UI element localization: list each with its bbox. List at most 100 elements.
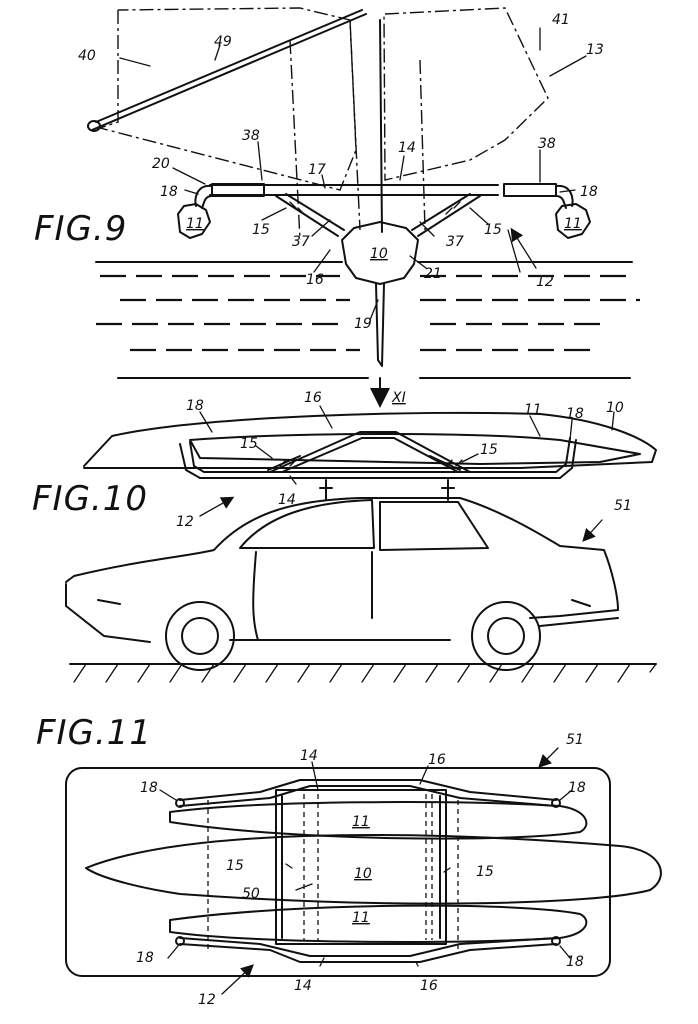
ref-12: 12 <box>176 514 194 530</box>
sail-left <box>97 7 357 191</box>
figure-10: FIG.10 18 16 11 18 10 15 15 14 12 51 <box>32 390 657 683</box>
sleeve-left <box>211 183 265 197</box>
boom-end <box>87 120 101 132</box>
ref-16-top: 16 <box>428 752 446 768</box>
figure-11: FIG.11 51 14 16 18 18 11 15 10 15 50 11 … <box>36 713 662 1008</box>
boom <box>91 9 367 131</box>
ref-19: 19 <box>354 316 372 332</box>
ref-16: 16 <box>306 272 324 288</box>
ref-18-left: 18 <box>160 184 178 200</box>
float-11-side <box>189 433 641 465</box>
ref-49: 49 <box>214 34 232 50</box>
frame-struts <box>267 455 461 471</box>
ref-41: 41 <box>552 12 570 28</box>
fig10-label: FIG.10 <box>32 479 148 519</box>
hull-main <box>341 221 419 285</box>
car-windshield <box>207 800 459 950</box>
ref-10: 10 <box>606 400 624 416</box>
ref-11-bottom: 11 <box>352 910 370 926</box>
ref-18-right: 18 <box>580 184 598 200</box>
strut-hatch <box>289 201 461 215</box>
water-lines <box>95 261 640 379</box>
fig9-label: FIG.9 <box>34 209 127 249</box>
float-left <box>177 203 211 239</box>
ref-10: 10 <box>354 866 372 882</box>
end-18-br <box>551 936 561 946</box>
roof-mounts <box>319 479 455 501</box>
car-51 <box>65 497 619 671</box>
ref-15-left: 15 <box>252 222 270 238</box>
ref-12: 12 <box>536 274 554 290</box>
ref-14-top: 14 <box>300 748 318 764</box>
ref-20: 20 <box>152 156 170 172</box>
ref-37-left: 37 <box>292 234 310 250</box>
ref-16-bottom: 16 <box>420 978 438 994</box>
sleeve-right <box>503 183 557 197</box>
ref-11-right: 11 <box>564 216 582 232</box>
ref-18-right: 18 <box>566 406 584 422</box>
frame-inner-dashed <box>303 794 433 940</box>
float-top <box>169 801 588 840</box>
arrow-12-fig11 <box>221 964 254 995</box>
ref-51: 51 <box>566 732 584 748</box>
frame-rect <box>275 789 447 945</box>
ref-17: 17 <box>308 162 326 178</box>
hull-top-view <box>85 834 662 905</box>
ref-16: 16 <box>304 390 322 406</box>
ref-15-right: 15 <box>476 864 494 880</box>
end-18-bl <box>175 936 185 946</box>
figure-9: FIG.9 40 49 41 13 38 38 14 20 17 18 18 1… <box>34 7 640 408</box>
ref-10: 10 <box>370 246 388 262</box>
ref-18-tl: 18 <box>140 780 158 796</box>
ref-38-left: 38 <box>242 128 260 144</box>
ref-18-br: 18 <box>566 954 584 970</box>
crossbar-top <box>179 779 557 807</box>
daggerboard <box>375 283 385 367</box>
ref-14-bottom: 14 <box>294 978 312 994</box>
leader-lines-fig9 <box>119 27 587 321</box>
ref-18-bl: 18 <box>136 950 154 966</box>
end-18-tr <box>551 798 561 808</box>
ground-hatch <box>73 663 657 683</box>
sail-lines <box>289 19 426 241</box>
ref-11: 11 <box>524 402 542 418</box>
section-marker: XI <box>391 390 406 406</box>
ref-18-left: 18 <box>186 398 204 414</box>
sail-right <box>383 7 549 181</box>
arrow-12-fig10 <box>199 496 235 517</box>
frame-side <box>179 437 577 479</box>
ref-13: 13 <box>586 42 604 58</box>
ref-21: 21 <box>424 266 442 282</box>
ref-14: 14 <box>398 140 416 156</box>
ref-18-tr: 18 <box>568 780 586 796</box>
ref-12: 12 <box>198 992 216 1008</box>
ref-15-right: 15 <box>480 442 498 458</box>
mast <box>379 19 383 233</box>
leader-lines-fig11 <box>159 761 573 967</box>
ref-11-left: 11 <box>186 216 204 232</box>
arrow-12 <box>510 227 537 269</box>
ref-51: 51 <box>614 498 632 514</box>
arrow-51 <box>582 519 603 542</box>
crossbar-bottom <box>179 937 557 963</box>
ref-40: 40 <box>78 48 96 64</box>
ref-15-left: 15 <box>226 858 244 874</box>
car-outline-top <box>65 767 611 977</box>
ref-50: 50 <box>242 886 260 902</box>
hull-10-side <box>83 411 657 469</box>
end-18-tl <box>175 798 185 808</box>
leader-lines-fig10 <box>199 405 615 485</box>
ref-15-left: 15 <box>240 436 258 452</box>
arrow-51-fig11 <box>538 747 559 768</box>
ref-14: 14 <box>278 492 296 508</box>
frame-truss <box>269 431 471 473</box>
float-right <box>555 203 591 239</box>
ref-15-right: 15 <box>484 222 502 238</box>
crossbar <box>209 184 499 196</box>
ref-37-right: 37 <box>446 234 464 250</box>
frame-hatch <box>279 459 463 467</box>
fig11-label: FIG.11 <box>36 713 152 753</box>
strut-left <box>275 193 345 237</box>
ref-38-right: 38 <box>538 136 556 152</box>
